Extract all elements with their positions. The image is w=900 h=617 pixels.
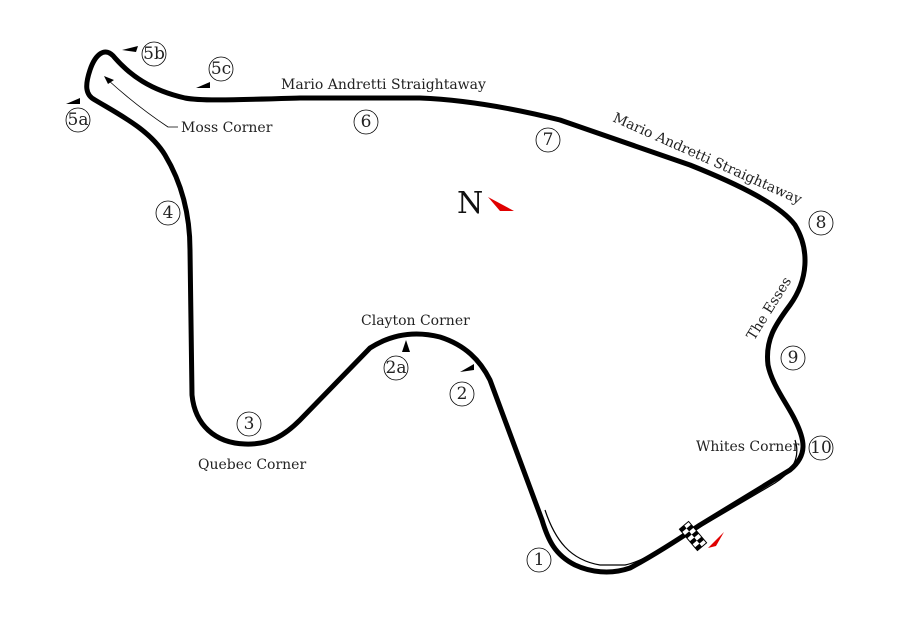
label-mario-andretti-2: Mario Andretti Straightaway (610, 110, 804, 208)
turn-number: 1 (534, 550, 545, 570)
turn-number: 8 (816, 213, 827, 233)
moss-arrow-head-icon (104, 76, 114, 84)
marker-5b-icon (122, 46, 138, 52)
moss-corner-leader (107, 79, 178, 128)
marker-2-icon (460, 364, 474, 372)
checkered-flag-icon (678, 520, 708, 552)
turn-number: 6 (361, 112, 372, 132)
turn-marker: 4 (155, 200, 181, 226)
marker-2a-icon (402, 340, 410, 352)
label-moss-corner: Moss Corner (181, 120, 273, 136)
label-whites-corner: Whites Corner (696, 439, 800, 455)
turn-marker: 9 (780, 345, 806, 371)
turn-number: 9 (788, 348, 799, 368)
turn-number: 5a (68, 110, 89, 130)
start-direction-arrow-icon (708, 532, 724, 548)
turn-marker: 2a (383, 355, 409, 381)
turn-number: 2a (386, 358, 407, 378)
north-label: N (457, 186, 483, 221)
turn-number: 10 (810, 438, 832, 458)
label-clayton-corner: Clayton Corner (361, 313, 470, 329)
turn-marker: 6 (353, 109, 379, 135)
label-mario-andretti-1: Mario Andretti Straightaway (281, 77, 486, 93)
turn-number: 4 (163, 203, 174, 223)
marker-5c-icon (196, 82, 210, 88)
turn-marker: 3 (236, 411, 262, 437)
turn-marker: 7 (535, 127, 561, 153)
turn-marker: 8 (808, 210, 834, 236)
turn-marker: 5c (208, 56, 234, 82)
turn-number: 5c (211, 59, 231, 79)
turn-marker: 5b (141, 41, 167, 67)
turn-number: 7 (543, 130, 554, 150)
turn-marker: 1 (526, 547, 552, 573)
north-arrow-icon (488, 197, 514, 211)
marker-5a-icon (66, 98, 80, 104)
turn-marker: 2 (449, 381, 475, 407)
turn-number: 2 (457, 384, 468, 404)
turn-number: 5b (143, 44, 165, 64)
turn-marker: 10 (808, 435, 834, 461)
track-outline (84, 49, 808, 575)
turn-number: 3 (244, 414, 255, 434)
label-quebec-corner: Quebec Corner (198, 457, 306, 473)
turn-marker: 5a (65, 107, 91, 133)
